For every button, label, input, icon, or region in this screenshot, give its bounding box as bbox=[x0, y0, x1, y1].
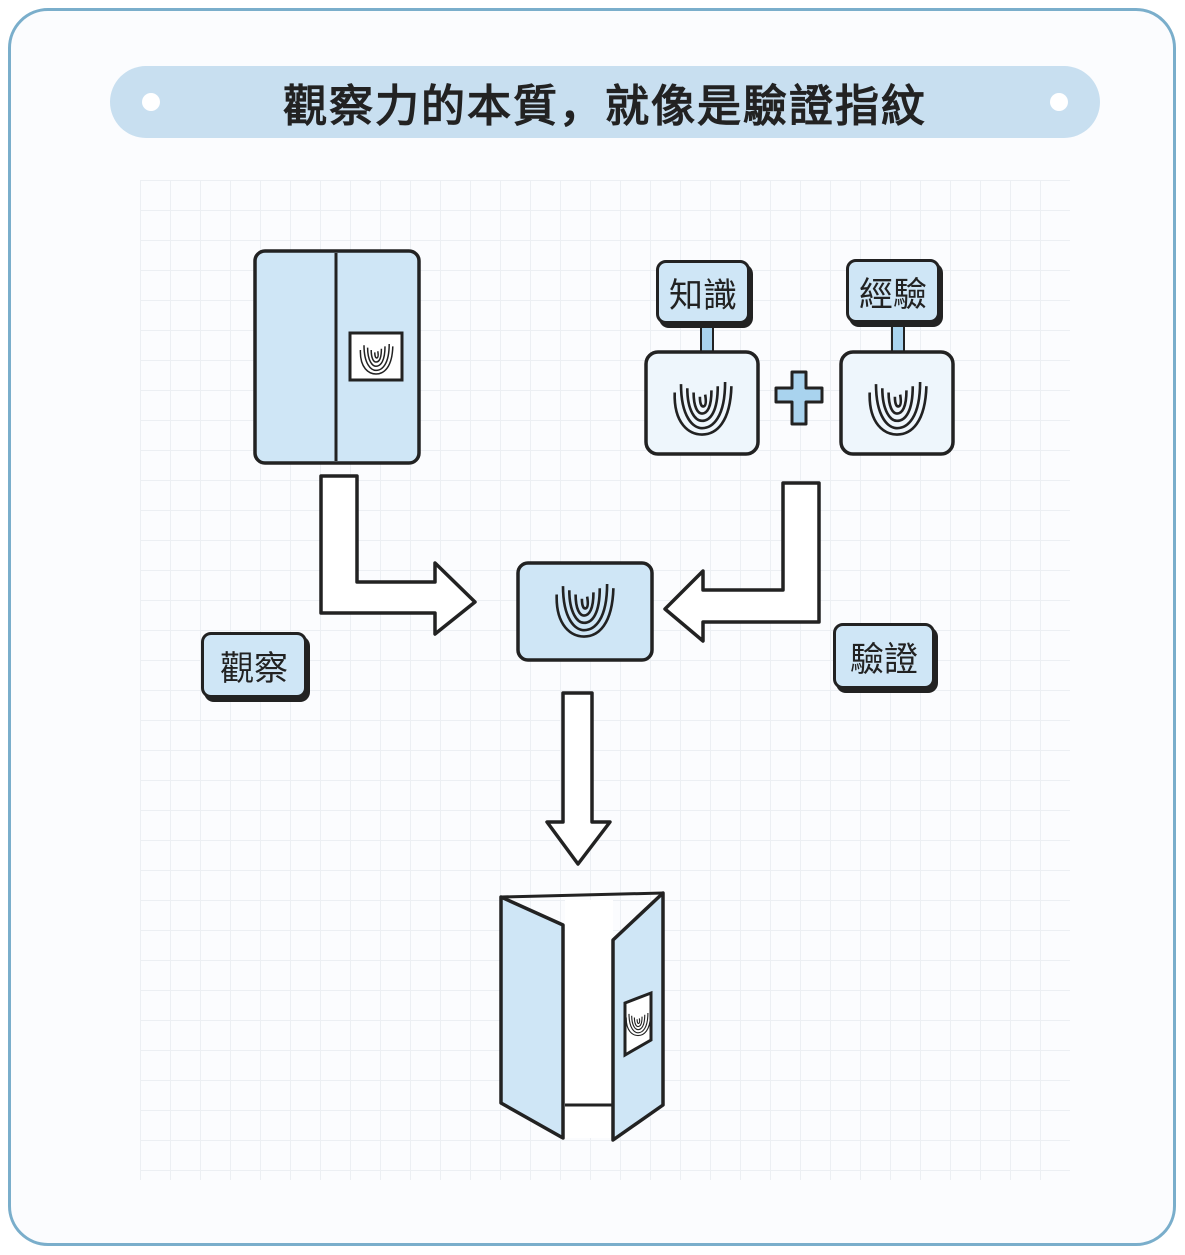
observation-label: 觀察 bbox=[201, 632, 307, 698]
closed-door bbox=[253, 249, 421, 465]
experience-card bbox=[839, 325, 955, 456]
experience-label: 經驗 bbox=[846, 259, 940, 323]
center-fingerprint-card bbox=[516, 561, 654, 662]
banner-dot-right bbox=[1050, 93, 1068, 111]
title-banner: 觀察力的本質，就像是驗證指紋 bbox=[110, 66, 1100, 138]
knowledge-label: 知識 bbox=[656, 260, 750, 324]
knowledge-card bbox=[644, 325, 760, 456]
plus-icon bbox=[774, 370, 824, 426]
down-arrow bbox=[545, 691, 612, 866]
open-door bbox=[499, 891, 665, 1142]
banner-dot-left bbox=[142, 93, 160, 111]
page-title: 觀察力的本質，就像是驗證指紋 bbox=[283, 81, 927, 132]
observation-arrow bbox=[319, 474, 477, 636]
verification-label: 驗證 bbox=[833, 623, 935, 689]
verification-arrow bbox=[663, 481, 821, 643]
